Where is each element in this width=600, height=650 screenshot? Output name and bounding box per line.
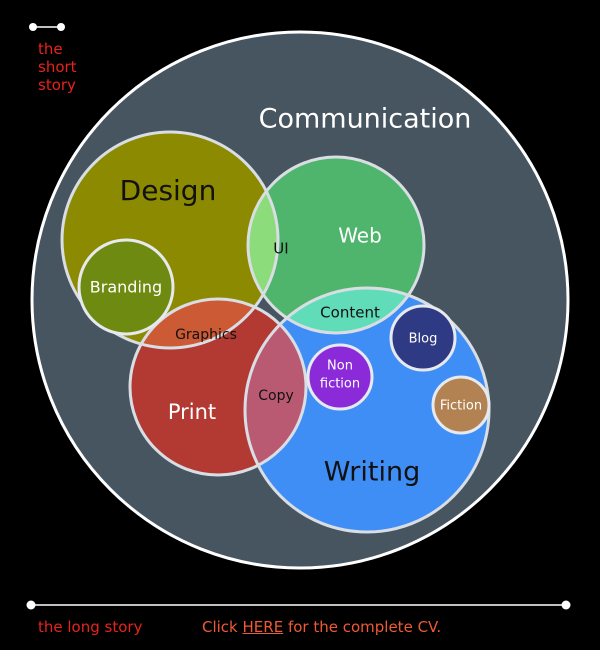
blog-circle[interactable] (389, 304, 457, 372)
short-story-label: the short story (38, 40, 77, 94)
cv-call-to-action: Click HERE for the complete CV. (202, 618, 442, 636)
short-story-timeline (29, 23, 65, 31)
nonfiction-circle[interactable] (306, 343, 374, 411)
graphics-label: Graphics (175, 327, 237, 343)
nonfiction-label-line2: fiction (320, 377, 360, 392)
web-label: Web (338, 224, 382, 248)
print-label: Print (168, 400, 216, 424)
writing-label: Writing (324, 457, 420, 488)
design-outline (60, 130, 280, 350)
communication-label: Communication (259, 104, 472, 135)
branding-circle[interactable] (77, 238, 175, 336)
print-outline (128, 297, 308, 477)
branding-label: Branding (90, 278, 162, 297)
nonfiction-label-line1: Non (327, 359, 353, 374)
ui-label: UI (273, 240, 288, 258)
long-story-label: the long story (38, 618, 143, 636)
long-story-timeline (26, 600, 571, 610)
cv-here-link[interactable]: HERE (242, 618, 284, 636)
design-label: Design (120, 174, 217, 207)
blog-label: Blog (409, 332, 438, 347)
fiction-circle[interactable] (431, 375, 491, 435)
fiction-label: Fiction (440, 399, 482, 414)
copy-label: Copy (258, 388, 294, 404)
skills-venn-diagram: Communication Design Web UI Branding Gra… (30, 30, 570, 570)
content-label: Content (320, 304, 380, 322)
web-outline (246, 155, 426, 335)
